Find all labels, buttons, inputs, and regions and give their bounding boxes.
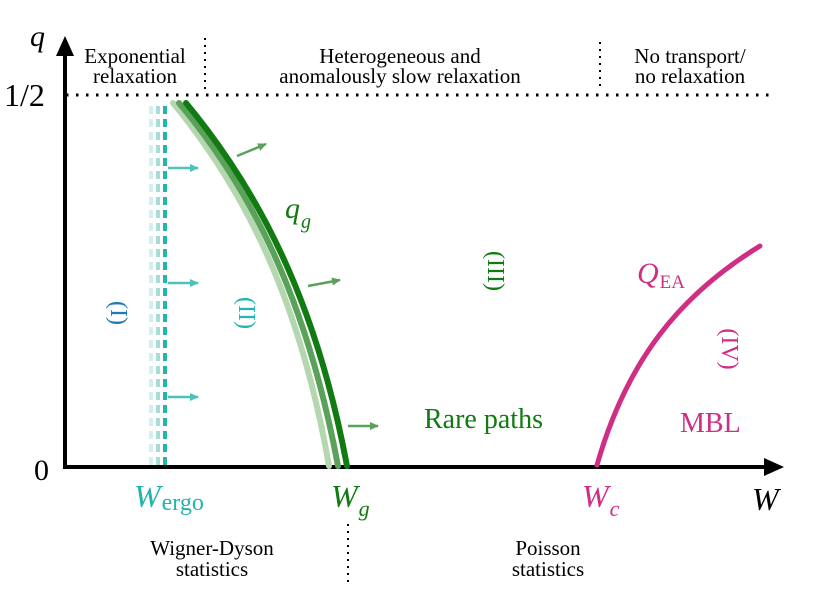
top-region-right-line1: No transport/: [634, 44, 746, 68]
w-g-sub: g: [359, 496, 370, 521]
bottom-region-right-line2: statistics: [512, 557, 584, 581]
x-axis-label: W: [752, 481, 782, 517]
qg-label-sub: g: [301, 211, 311, 233]
phase-I-label: (I): [105, 301, 131, 325]
w-c-main: W: [582, 478, 612, 514]
y-axis-arrowhead: [56, 36, 74, 56]
top-region-right-line2: no relaxation: [635, 64, 746, 88]
phase-II-label: (II): [233, 297, 259, 329]
rare-paths-label: Rare paths: [424, 404, 543, 435]
qg-curves: [170, 100, 350, 469]
ergo-arrows: [168, 164, 199, 401]
w-c-label: Wc: [582, 478, 620, 521]
x-axis-arrowhead: [764, 458, 784, 476]
w-g-label: Wg: [331, 478, 370, 521]
qea-curve: [594, 243, 763, 468]
w-g-main: W: [331, 478, 361, 514]
w-ergo-sub: ergo: [162, 490, 204, 516]
bottom-region-labels: Wigner-Dyson statistics Poisson statisti…: [150, 536, 584, 581]
w-ergo-label: Wergo: [134, 478, 204, 516]
phase-labels: (I) (II) (III) (IV): [105, 251, 742, 370]
qea-label-main: Q: [637, 257, 659, 290]
top-region-labels: Exponential relaxation Heterogeneous and…: [84, 44, 746, 88]
bottom-region-left-line1: Wigner-Dyson: [150, 536, 274, 560]
w-ergo-main: W: [134, 478, 164, 514]
w-c-sub: c: [610, 496, 620, 521]
qg-arrow-2: [307, 277, 341, 288]
axes: [56, 36, 784, 476]
qg-label-main: q: [285, 192, 300, 225]
w-ergo-boundary: [149, 106, 167, 467]
origin-tick: 0: [34, 454, 49, 487]
phase-IV-label: (IV): [716, 328, 742, 369]
mbl-label: MBL: [680, 408, 741, 439]
qg-curve-light: [170, 100, 332, 469]
bottom-region-left-line2: statistics: [176, 557, 248, 581]
qg-curve-dark: [183, 100, 350, 469]
bottom-region-right-line1: Poisson: [515, 536, 581, 560]
qg-arrows: [236, 142, 379, 430]
y-axis-label: q: [30, 20, 45, 53]
top-region-middle-line2: anomalously slow relaxation: [279, 64, 521, 88]
qg-curve-mid: [176, 100, 341, 469]
qea-label: QEA: [637, 257, 685, 293]
qg-label: qg: [285, 192, 311, 233]
top-region-middle-line1: Heterogeneous and: [319, 44, 481, 68]
phase-III-label: (III): [482, 251, 508, 291]
top-region-left-line2: relaxation: [93, 64, 177, 88]
qg-arrow-1: [236, 142, 267, 158]
y-tick-half: 1/2: [4, 77, 45, 113]
top-region-left-line1: Exponential: [84, 44, 186, 68]
qea-label-sub: EA: [660, 272, 686, 293]
